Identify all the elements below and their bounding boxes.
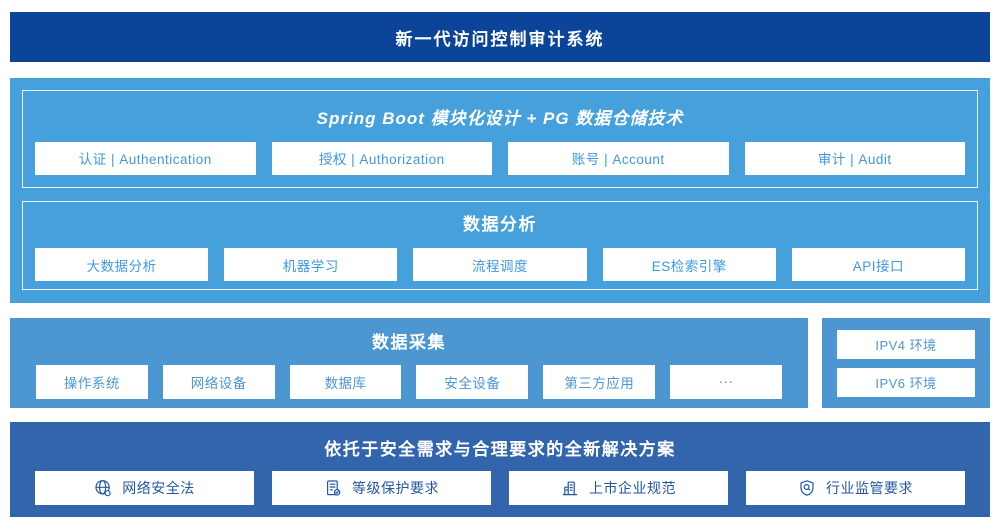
analysis-box-workflow: 流程调度 xyxy=(413,248,587,281)
collection-box-thirdparty: 第三方应用 xyxy=(543,364,656,399)
modules-section: Spring Boot 模块化设计 + PG 数据仓储技术 认证 | Authe… xyxy=(22,90,978,188)
solution-box-graded-protection: 等级保护要求 xyxy=(272,470,491,505)
page-title: 新一代访问控制审计系统 xyxy=(395,29,605,49)
collection-box-network-device: 网络设备 xyxy=(162,364,275,399)
solution-section: 依托于安全需求与合理要求的全新解决方案 网络安全法 xyxy=(10,422,990,517)
ipv6-box: IPV6 环境 xyxy=(837,367,975,397)
globe-network-icon xyxy=(94,479,112,497)
document-check-icon xyxy=(324,479,342,497)
analysis-box-bigdata: 大数据分析 xyxy=(35,248,209,281)
solution-box-label: 网络安全法 xyxy=(122,479,195,496)
analysis-section-title: 数据分析 xyxy=(463,215,537,234)
banner: 新一代访问控制审计系统 xyxy=(10,12,990,62)
solution-box-label: 上市企业规范 xyxy=(589,479,676,496)
module-box-account: 账号 | Account xyxy=(508,141,729,175)
solution-box-cybersecurity-law: 网络安全法 xyxy=(35,470,254,505)
analysis-section: 数据分析 大数据分析 机器学习 流程调度 ES检索引擎 API接口 xyxy=(22,201,978,290)
solution-box-label: 行业监管要求 xyxy=(826,479,913,496)
module-box-audit: 审计 | Audit xyxy=(744,141,965,175)
collection-box-os: 操作系统 xyxy=(36,364,148,399)
module-box-authentication: 认证 | Authentication xyxy=(35,141,256,175)
collection-box-row: 操作系统 网络设备 数据库 安全设备 第三方应用 ··· xyxy=(36,364,782,399)
collection-row: 数据采集 操作系统 网络设备 数据库 安全设备 第三方应用 ··· IPV4 环… xyxy=(10,318,990,408)
analysis-box-es: ES检索引擎 xyxy=(602,248,776,281)
analysis-box-ml: 机器学习 xyxy=(224,248,398,281)
solution-box-listed-company: 上市企业规范 xyxy=(509,470,728,505)
ip-environment-panel: IPV4 环境 IPV6 环境 xyxy=(822,318,990,408)
collection-box-security-device: 安全设备 xyxy=(416,364,529,399)
module-box-authorization: 授权 | Authorization xyxy=(271,141,492,175)
analysis-box-api: API接口 xyxy=(791,248,966,281)
shield-search-icon xyxy=(798,479,816,497)
solution-box-row: 网络安全法 等级保护要求 xyxy=(35,470,965,505)
solution-section-title: 依托于安全需求与合理要求的全新解决方案 xyxy=(324,439,676,459)
collection-box-database: 数据库 xyxy=(289,364,402,399)
collection-box-ellipsis: ··· xyxy=(670,364,782,399)
modules-section-title: Spring Boot 模块化设计 + PG 数据仓储技术 xyxy=(316,108,684,128)
ipv4-box: IPV4 环境 xyxy=(837,329,975,359)
analysis-box-row: 大数据分析 机器学习 流程调度 ES检索引擎 API接口 xyxy=(35,248,966,281)
modules-box-row: 认证 | Authentication 授权 | Authorization 账… xyxy=(35,141,965,175)
tech-stack-section: Spring Boot 模块化设计 + PG 数据仓储技术 认证 | Authe… xyxy=(10,78,990,303)
collection-section-title: 数据采集 xyxy=(372,332,446,352)
solution-box-label: 等级保护要求 xyxy=(352,479,439,496)
collection-section: 数据采集 操作系统 网络设备 数据库 安全设备 第三方应用 ··· xyxy=(10,318,808,408)
building-icon xyxy=(561,479,579,497)
solution-box-industry-regulation: 行业监管要求 xyxy=(746,470,965,505)
